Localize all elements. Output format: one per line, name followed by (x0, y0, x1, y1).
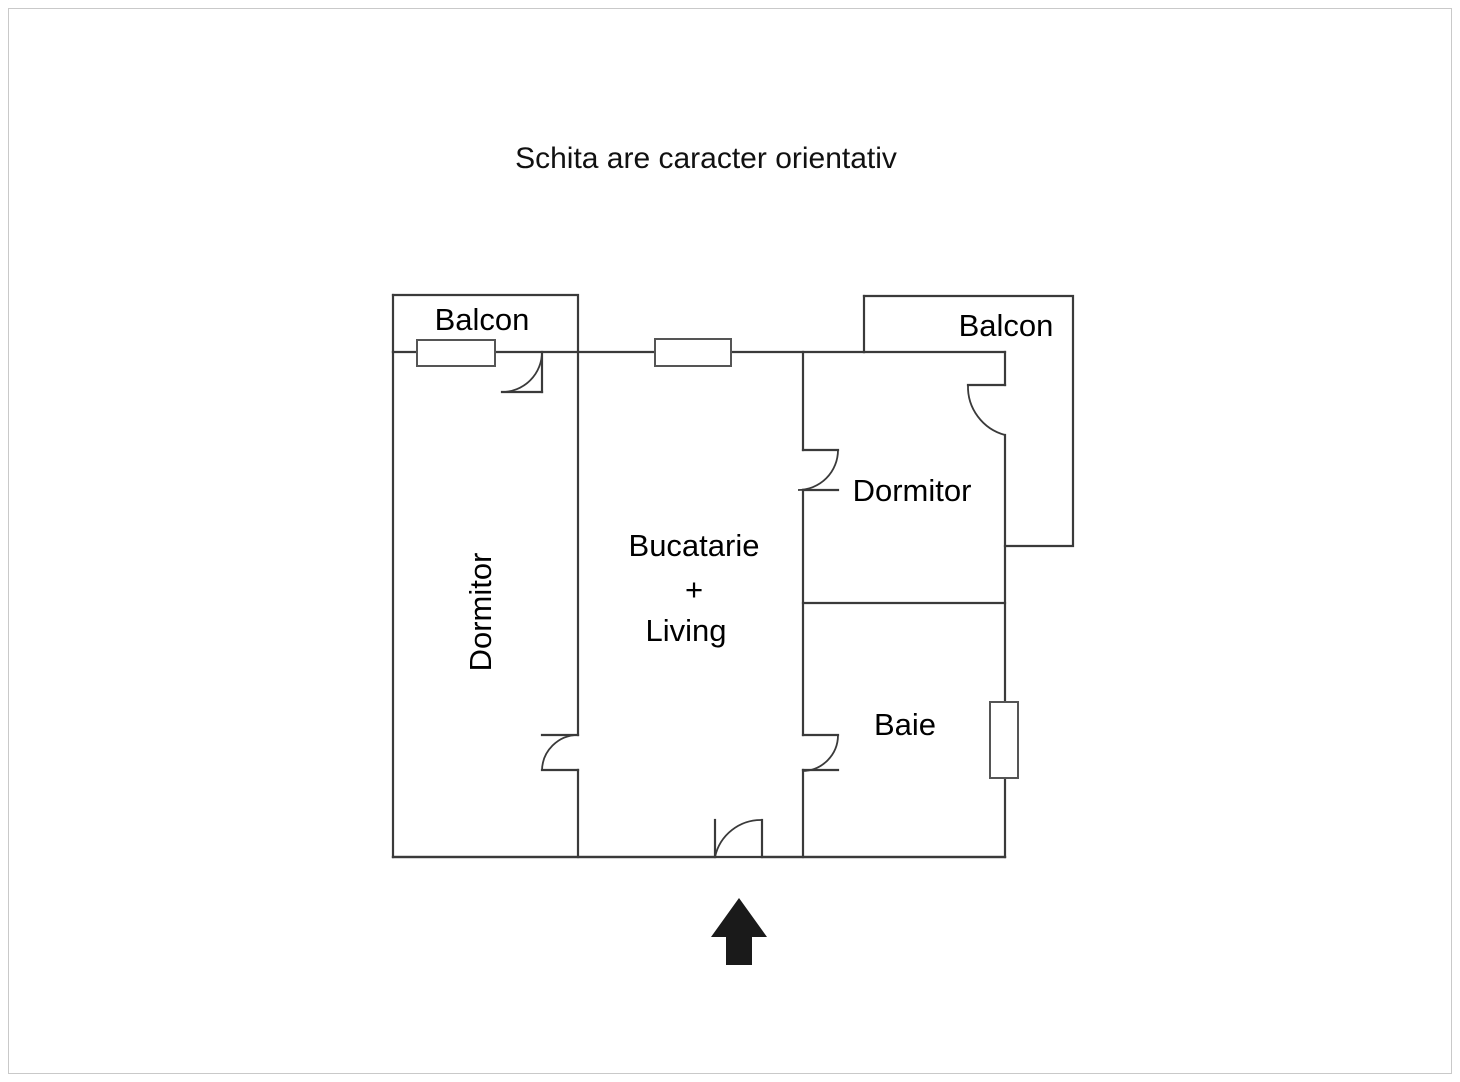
window-living (654, 338, 732, 367)
room-label-bucatarie: Bucatarie (629, 528, 760, 563)
door-living-to-dormitor-right-arc (797, 449, 839, 491)
room-label-balcon-right: Balcon (959, 308, 1054, 343)
door-entrance-arc (714, 819, 763, 858)
door-balcon-right-to-dormitor-arc (967, 384, 1006, 436)
entrance-door-opening (391, 818, 1007, 859)
window-baie (989, 701, 1019, 779)
balcon-left-walls (391, 293, 580, 354)
wall-dormitor-left-living (540, 350, 580, 859)
door-balcon-left-to-dormitor-arc (501, 351, 543, 393)
room-label-plus-sign: + (685, 572, 703, 607)
window-balcon-left (416, 339, 496, 367)
balcon-right-walls (862, 294, 1075, 548)
entrance-arrow-icon (711, 898, 767, 965)
wall-living-right-block (801, 350, 840, 859)
door-dormitor-left-arc (541, 734, 579, 772)
room-label-living: Living (646, 613, 727, 648)
room-label-dormitor-right: Dormitor (853, 473, 972, 508)
door-living-to-baie-arc (801, 734, 839, 772)
room-label-dormitor-left: Dormitor (463, 553, 498, 672)
room-label-baie: Baie (874, 707, 936, 742)
room-label-balcon-left: Balcon (435, 302, 530, 337)
page-title: Schita are caracter orientativ (515, 142, 897, 175)
